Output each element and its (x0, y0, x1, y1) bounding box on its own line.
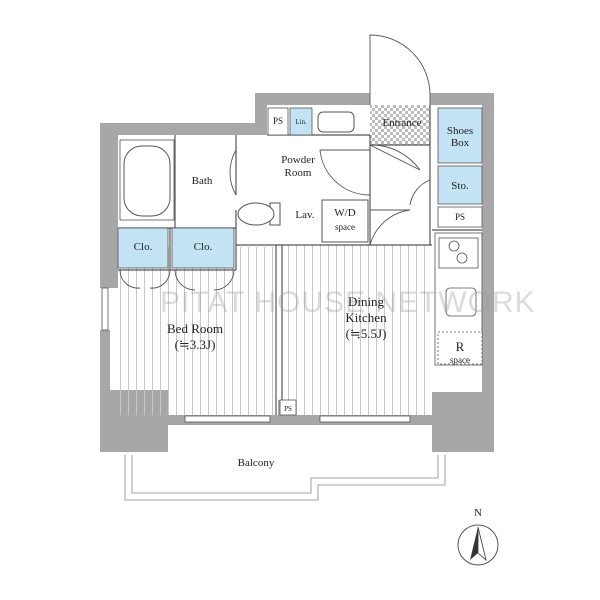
label-bath: Bath (192, 175, 213, 187)
ps-boxes (267, 107, 483, 416)
wall-step-left (255, 93, 267, 135)
label-lav: Lav. (295, 209, 314, 221)
label-shoes-box-2: Box (451, 137, 470, 149)
window-left (101, 287, 109, 331)
room-labels: PS Lin. Entrance Shoes Box Sto. PS Bath … (134, 116, 473, 469)
label-r-space: space (450, 355, 470, 365)
wall-top-center (255, 93, 370, 105)
shoes-box-block (437, 107, 483, 164)
balcony-outline (124, 455, 446, 501)
wall-left-lower (100, 330, 110, 390)
label-dining-3: (≒5.5J) (346, 326, 387, 341)
wall-top-left (100, 123, 260, 135)
sto-block (437, 165, 483, 205)
doors (119, 34, 431, 291)
wd-space (321, 199, 369, 243)
window-bedroom (184, 415, 271, 423)
label-dining-2: Kitchen (345, 310, 387, 325)
label-clo-right: Clo. (194, 241, 213, 253)
label-powder-room-2: Room (285, 167, 312, 179)
label-r: R (456, 339, 465, 354)
wall-top-right (430, 93, 492, 105)
label-powder-room-1: Powder (281, 154, 315, 166)
north-arrow-icon (470, 527, 478, 560)
label-ps-right: PS (455, 212, 465, 222)
label-clo-left: Clo. (134, 241, 153, 253)
watermark: PITAT HOUSE NETWORK (160, 286, 536, 319)
windows (101, 287, 411, 423)
label-ps-top: PS (273, 116, 283, 126)
interior-walls (118, 105, 482, 415)
compass-label: N (474, 507, 482, 519)
window-dining (319, 415, 411, 423)
bedroom-floor (118, 247, 276, 415)
lin-block (289, 107, 313, 136)
entrance-floor (370, 105, 430, 145)
label-lin: Lin. (295, 118, 307, 126)
wall-right (482, 93, 494, 448)
label-dining-1: Dining (348, 294, 385, 309)
label-entrance: Entrance (382, 117, 421, 129)
clo-left-block (117, 227, 169, 269)
label-balcony: Balcony (238, 457, 275, 469)
north-compass: N (457, 507, 499, 566)
label-sto: Sto. (451, 180, 469, 192)
storage-blocks (117, 107, 483, 269)
wall-left (100, 123, 118, 288)
label-bedroom-2: (≒3.3J) (175, 337, 216, 352)
pillar-bottom-right (432, 392, 494, 452)
kitchen-counter (434, 232, 483, 366)
washbasin (317, 111, 355, 133)
bathtub (119, 139, 175, 221)
toilet (237, 202, 281, 226)
label-ps-bottom: PS (284, 405, 292, 413)
label-wd-1: W/D (334, 207, 355, 219)
clo-right-block (171, 227, 235, 269)
label-shoes-box-1: Shoes (447, 125, 473, 137)
label-wd-2: space (335, 222, 355, 232)
label-bedroom-1: Bed Room (167, 321, 223, 336)
dining-floor (282, 245, 432, 415)
